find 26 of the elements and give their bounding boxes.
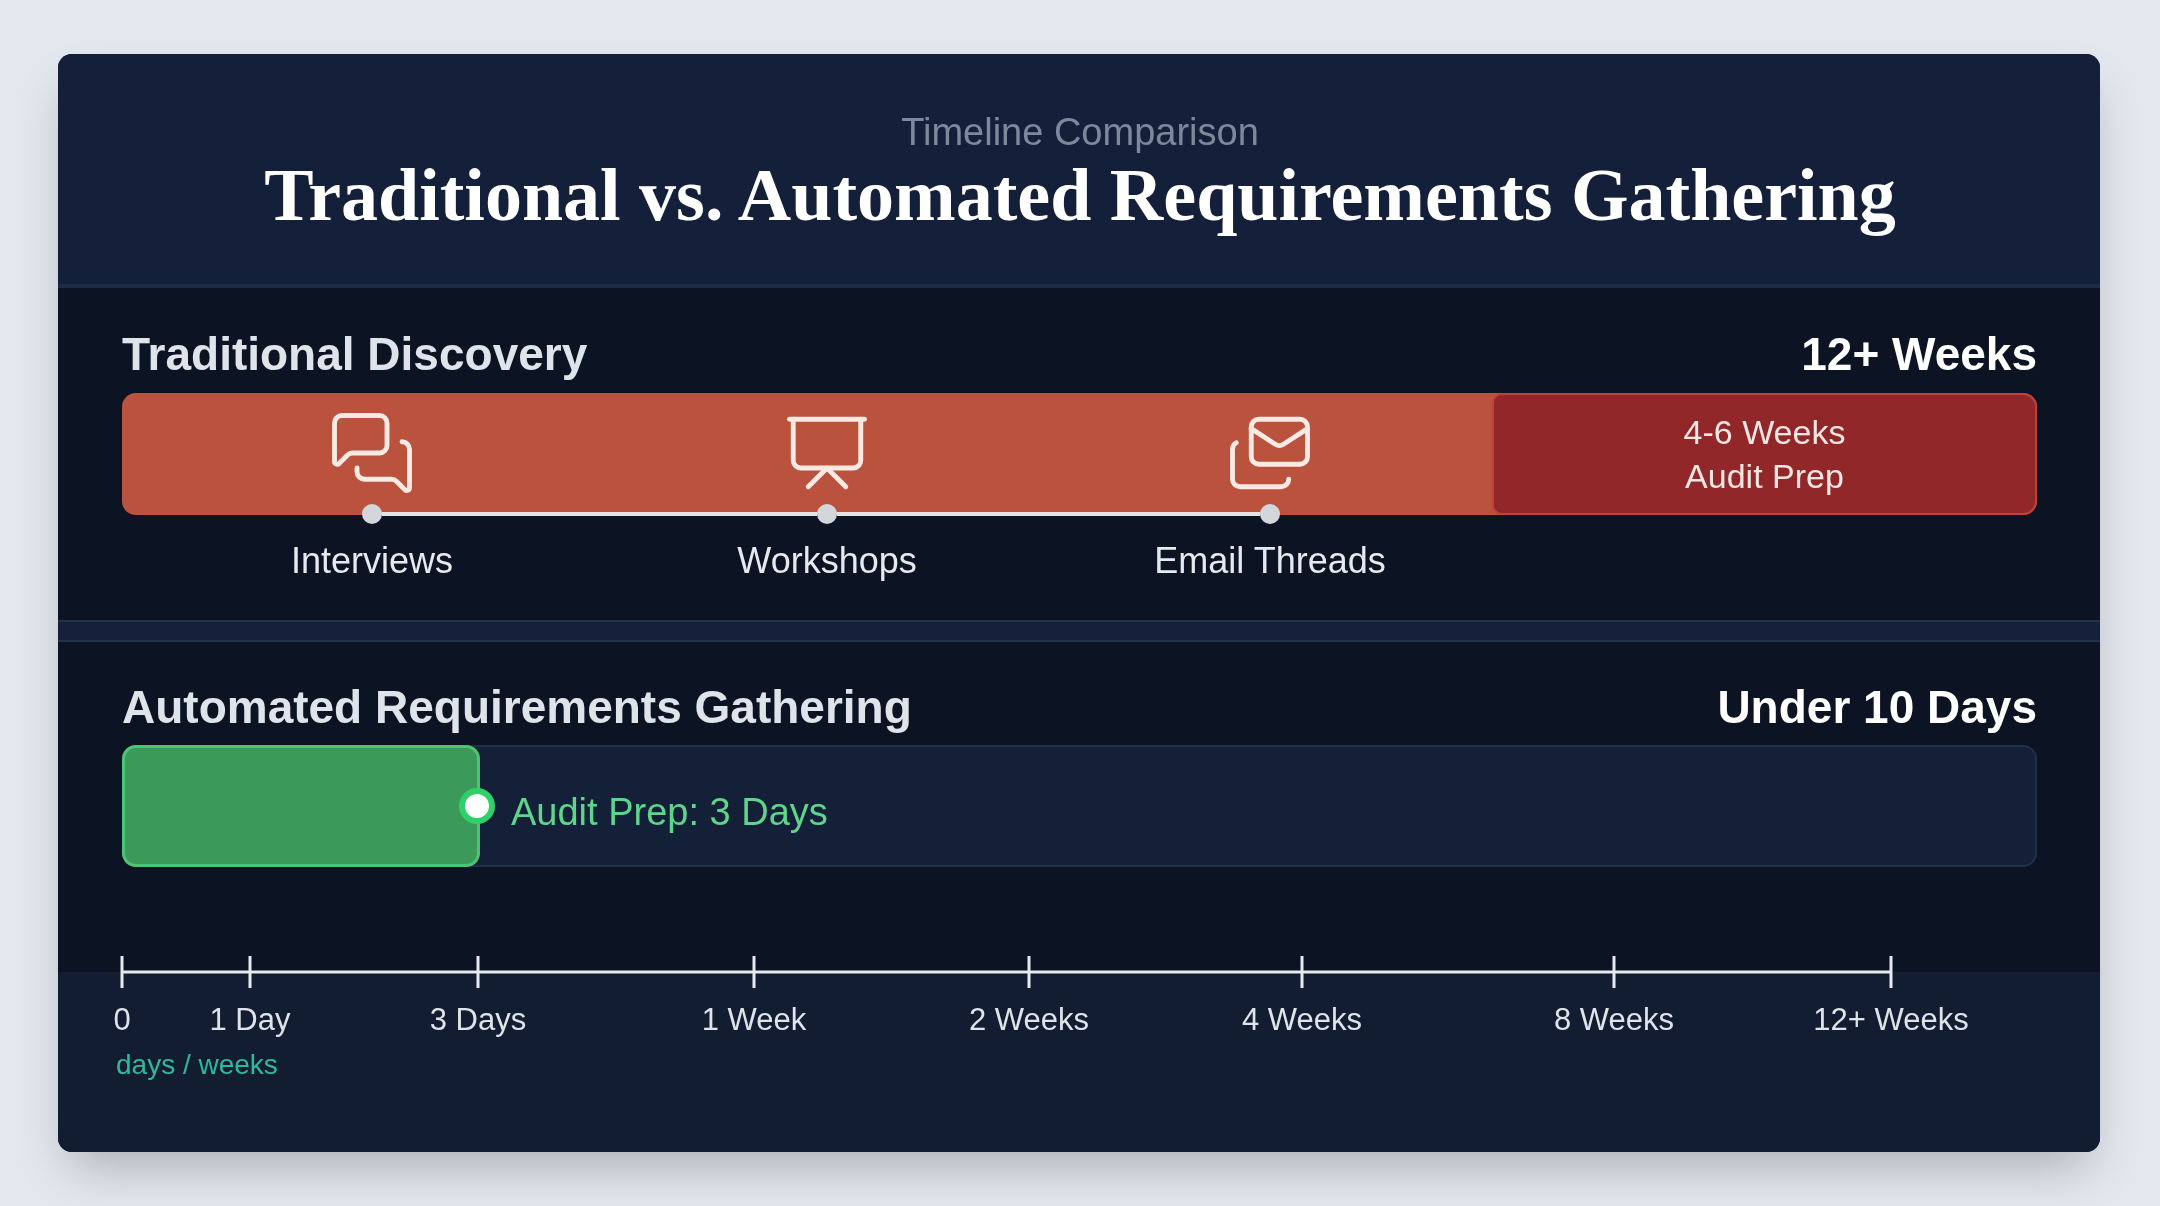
stage-label: Email Threads bbox=[1154, 539, 1386, 583]
duration-label: 12+ Weeks bbox=[1801, 327, 2037, 382]
tick-label: 0 bbox=[113, 1001, 131, 1039]
stage-label: Interviews bbox=[290, 539, 454, 583]
bar-label: Audit Prep: 3 Days bbox=[511, 790, 828, 835]
timeline-track bbox=[122, 745, 2037, 867]
audit-prep-segment bbox=[1492, 393, 2037, 515]
timeline-bar bbox=[122, 393, 2037, 515]
subtitle: Timeline Comparison bbox=[900, 110, 1260, 155]
stage-label: Workshops bbox=[737, 539, 917, 583]
progress-bar bbox=[122, 745, 480, 867]
tick-label: 12+ Weeks bbox=[1813, 1001, 1969, 1039]
axis-unit-label: days / weeks bbox=[116, 1048, 278, 1082]
duration-label: Under 10 Days bbox=[1717, 680, 2037, 735]
connector-line bbox=[382, 512, 817, 516]
tick-label: 3 Days bbox=[429, 1001, 527, 1039]
tick-label: 8 Weeks bbox=[1554, 1001, 1674, 1039]
segment-label: 4-6 Weeks Audit Prep bbox=[1682, 412, 1847, 497]
section-heading: Automated Requirements Gathering bbox=[122, 680, 912, 735]
title: Traditional vs. Automated Requirements Gathering bbox=[263, 153, 1897, 238]
tick-label: 2 Weeks bbox=[969, 1001, 1089, 1039]
tick-label: 1 Day bbox=[209, 1001, 291, 1039]
tick-label: 1 Week bbox=[701, 1001, 807, 1039]
tick-label: 4 Weeks bbox=[1242, 1001, 1362, 1039]
section-heading: Traditional Discovery bbox=[122, 327, 588, 382]
connector-line bbox=[837, 512, 1260, 516]
